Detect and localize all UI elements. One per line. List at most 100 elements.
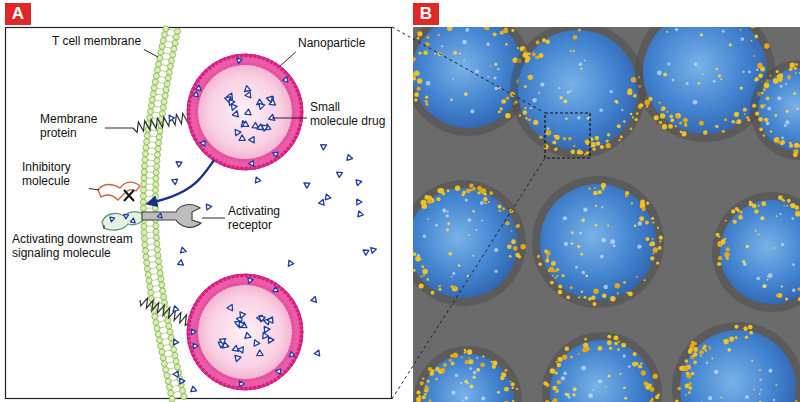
cell-speckle [610,239,615,244]
nanoparticle-dot [499,209,502,212]
cell-speckle [740,37,744,41]
lipid-tail [160,71,166,72]
lipid-head [154,158,160,164]
nanoparticle-dot [511,239,516,244]
cell-speckle [756,68,759,71]
drug-triangle [248,277,254,283]
nanoparticle-dot [571,150,575,154]
nanoparticle-dot [535,56,537,58]
drug-triangle [356,179,362,186]
nanoparticle-dot [752,104,756,108]
nanoparticle-dot [598,190,602,194]
nanoparticle-dot [764,83,770,89]
nanoparticle-dot [417,78,422,83]
nanoparticle-dot [434,53,436,55]
nanoparticle-dot [558,357,563,362]
drug-triangle [173,370,181,377]
lipid-head [195,105,198,108]
nanoparticle-dot [417,398,421,402]
lipid-head [273,282,277,286]
lipid-head [196,79,200,83]
lipid-head [154,247,160,253]
lipid-head [165,378,171,384]
lipid-head [292,330,295,333]
nanoparticle-dot [439,370,443,374]
nanoparticle-dot [413,269,416,272]
nanoparticle-dot [581,290,584,293]
part-label: Nanoparticle [298,36,365,50]
lipid-head [285,305,288,308]
nanoparticle-dot [734,112,739,117]
nanoparticle-dot [426,103,429,106]
cell-speckle [713,80,716,83]
cell-speckle [494,270,497,273]
lipid-head [244,159,247,162]
nanoparticle-dot [517,47,519,49]
lipid-head [196,299,200,303]
lipid-head [170,52,176,58]
lipid-head [157,55,163,61]
nanoparticle-dot [509,255,512,258]
lipid-head [187,328,191,332]
nanoparticle-dot [635,362,639,366]
lipid-head [201,72,205,76]
nanoparticle-dot [422,377,424,379]
lipid-tail [166,41,172,42]
cell-speckle [745,395,749,399]
cell-speckle [547,127,550,130]
lipid-head [164,373,170,379]
nanoparticle-dot [605,386,607,388]
lipid-head [261,57,265,61]
part-label: Membrane protein [40,112,102,140]
nanoparticle-dot [675,113,680,118]
lipid-head [157,128,163,134]
nanoparticle-dot [743,71,745,73]
lipid-head [244,167,248,171]
nanoparticle-dot [593,289,598,294]
lipid-head [158,343,164,349]
nanoparticle-dot [498,111,501,114]
nanoparticle-dot [447,222,450,225]
nanoparticle-dot [658,246,662,250]
nanoparticle-dot [468,357,470,359]
lipid-tail [151,273,157,275]
nanoparticle-dot [426,36,429,39]
lipid-head [153,175,159,181]
lipid-tail [146,196,152,197]
nanoparticle-dot [566,393,570,397]
lipid-head [166,69,172,75]
lipid-head [148,109,154,115]
nanoparticle-dot [424,195,428,199]
nanoparticle-dot [573,393,576,396]
lipid-head [244,62,247,65]
lipid-head [283,302,286,305]
nanoparticle-dot [781,199,784,202]
lipid-head [187,337,191,341]
lipid-head [226,285,229,288]
nanoparticle-dot [418,52,421,55]
cell-speckle [442,209,446,213]
nanoparticle-dot [524,107,526,109]
lipid-head [201,148,205,152]
micrograph [413,27,800,402]
cell-body [413,27,524,128]
lipid-tail [155,100,161,102]
cell-speckle [637,244,641,248]
nanoparticle-dot [511,382,515,386]
lipid-tail [161,333,167,334]
lipid-head [298,343,302,347]
lipid-head [204,151,208,155]
lipid-head [163,26,169,32]
nanoparticle-dot [697,82,700,85]
cell-speckle [582,271,586,275]
cell-speckle [532,98,536,102]
cell-speckle [785,120,789,124]
drug-triangle [289,352,296,359]
lipid-head [169,396,175,402]
lipid-head [198,127,201,130]
nanoparticle-dot [565,118,567,120]
lipid-head [299,326,303,330]
nanoparticle-dot [505,113,510,118]
nanoparticle-dot [477,191,480,194]
